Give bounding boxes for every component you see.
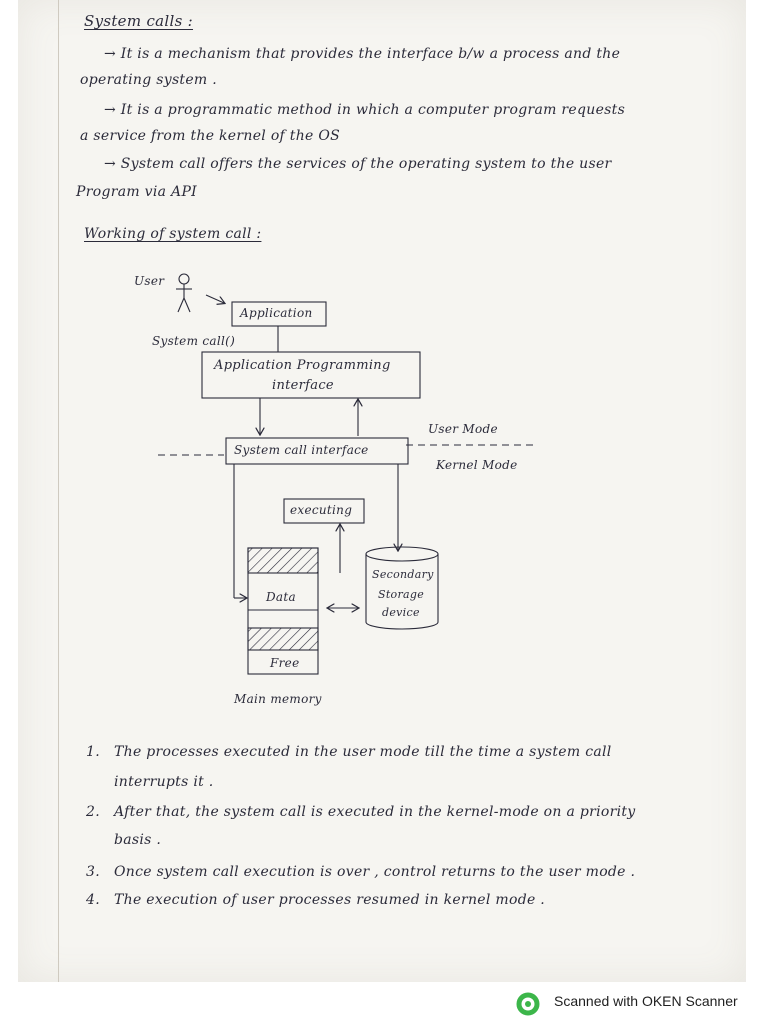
diagram-api-line-1: Application Programming xyxy=(214,358,391,373)
secondary-storage-cylinder-icon xyxy=(365,546,439,630)
step-4-number: 4. xyxy=(86,892,100,908)
executing-box xyxy=(283,498,365,524)
user-stick-figure-icon xyxy=(176,273,192,313)
diagram-kernel-mode-label: Kernel Mode xyxy=(436,458,518,472)
intro-line-2: operating system . xyxy=(80,72,218,88)
step-3-line-1: Once system call execution is over , con… xyxy=(114,864,636,880)
oken-scanner-logo-icon xyxy=(516,992,540,1016)
scanner-footer xyxy=(0,982,768,1024)
step-2-number: 2. xyxy=(86,804,100,820)
diagram-storage-line-2: Storage xyxy=(378,588,425,601)
intro-line-4: a service from the kernel of the OS xyxy=(80,128,341,144)
diagram-main-memory-label: Main memory xyxy=(234,692,322,706)
api-box xyxy=(201,351,421,399)
intro-line-3: → It is a programmatic method in which a… xyxy=(104,102,626,118)
margin-line xyxy=(58,0,59,982)
diagram-data-label: Data xyxy=(266,590,296,604)
main-memory-stack xyxy=(247,547,319,675)
intro-line-5: → System call offers the services of the… xyxy=(104,156,612,172)
system-call-diagram xyxy=(158,273,538,675)
diagram-system-call-label: System call() xyxy=(152,334,236,348)
intro-line-6: Program via API xyxy=(76,184,198,200)
step-2-line-1: After that, the system call is executed … xyxy=(114,804,636,820)
notebook-page: System calls : → It is a mechanism that … xyxy=(18,0,746,982)
diagram-sci-label: System call interface xyxy=(234,443,369,457)
diagram-user-mode-label: User Mode xyxy=(428,422,498,436)
application-box xyxy=(231,301,327,327)
step-3-number: 3. xyxy=(86,864,100,880)
working-heading: Working of system call : xyxy=(84,226,262,242)
page-heading: System calls : xyxy=(84,12,194,30)
step-1-line-2: interrupts it . xyxy=(114,774,214,790)
step-1-line-1: The processes executed in the user mode … xyxy=(114,744,612,760)
scanner-watermark-text: Scanned with OKEN Scanner xyxy=(554,993,738,1009)
diagram-free-label: Free xyxy=(270,656,300,670)
diagram-user-label: User xyxy=(134,274,165,288)
diagram-api-line-2: interface xyxy=(272,378,334,393)
diagram-executing-label: executing xyxy=(290,503,353,517)
system-call-interface-box xyxy=(225,437,409,465)
diagram-storage-line-3: device xyxy=(382,606,420,619)
diagram-storage-line-1: Secondary xyxy=(372,568,434,581)
step-1-number: 1. xyxy=(86,744,100,760)
intro-line-1: → It is a mechanism that provides the in… xyxy=(104,46,621,62)
step-4-line-1: The execution of user processes resumed … xyxy=(114,892,546,908)
diagram-application-label: Application xyxy=(240,306,313,320)
step-2-line-2: basis . xyxy=(114,832,162,848)
